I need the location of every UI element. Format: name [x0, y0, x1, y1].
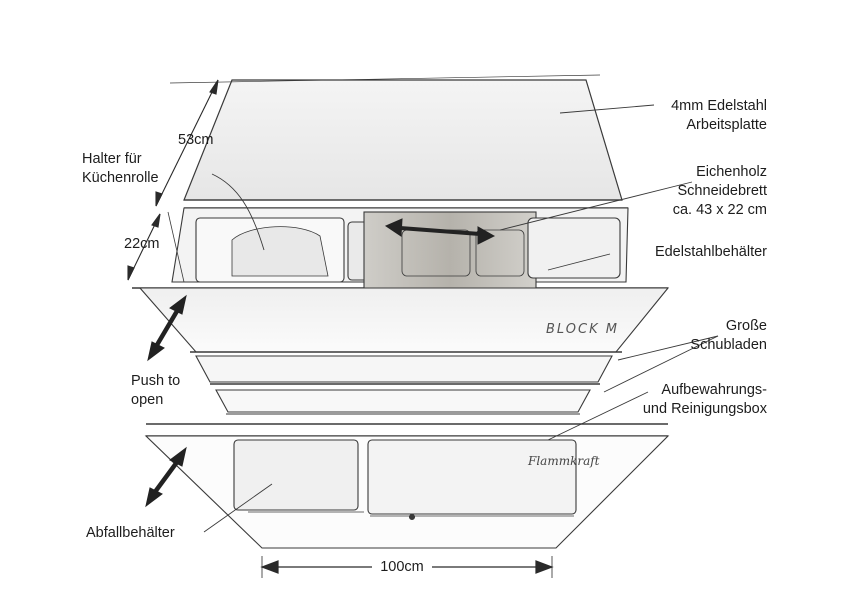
- depth-label: 53cm: [178, 132, 214, 148]
- worktop: [169, 74, 628, 209]
- brand-logo: Flammkraft: [528, 454, 600, 468]
- push-to-open-label: Push to open: [131, 373, 181, 408]
- lower-cabinet: [144, 423, 670, 549]
- width-dimension-line: [260, 556, 554, 578]
- worktop-label: 4mm Edelstahl Arbeitsplatte: [671, 98, 767, 133]
- width-label: 100cm: [380, 559, 424, 575]
- drawer-badge: BLOCK M: [546, 322, 619, 337]
- steel-container-label: Edelstahlbehälter: [654, 244, 767, 260]
- push-to-open-arrow-icon: [147, 294, 187, 362]
- leader-lines: [203, 104, 719, 533]
- drawers-label: Große Schubladen: [690, 318, 767, 353]
- height-dimension-line: [127, 213, 161, 281]
- height-label: 22cm: [124, 236, 160, 252]
- storage-box-label: Aufbewahrungs- und Reinigungsbox: [642, 382, 767, 417]
- cutting-board-label: Eichenholz Schneidebrett ca. 43 x 22 cm: [672, 164, 767, 218]
- depth-dimension-line: [155, 79, 219, 207]
- roll-holder-label: Halter für Küchenrolle: [82, 151, 159, 186]
- push-to-open-arrow-icon: [145, 446, 187, 508]
- front-panel: [138, 287, 670, 415]
- waste-bin-label: Abfallbehälter: [86, 525, 175, 541]
- double-arrow-icon: [384, 218, 496, 245]
